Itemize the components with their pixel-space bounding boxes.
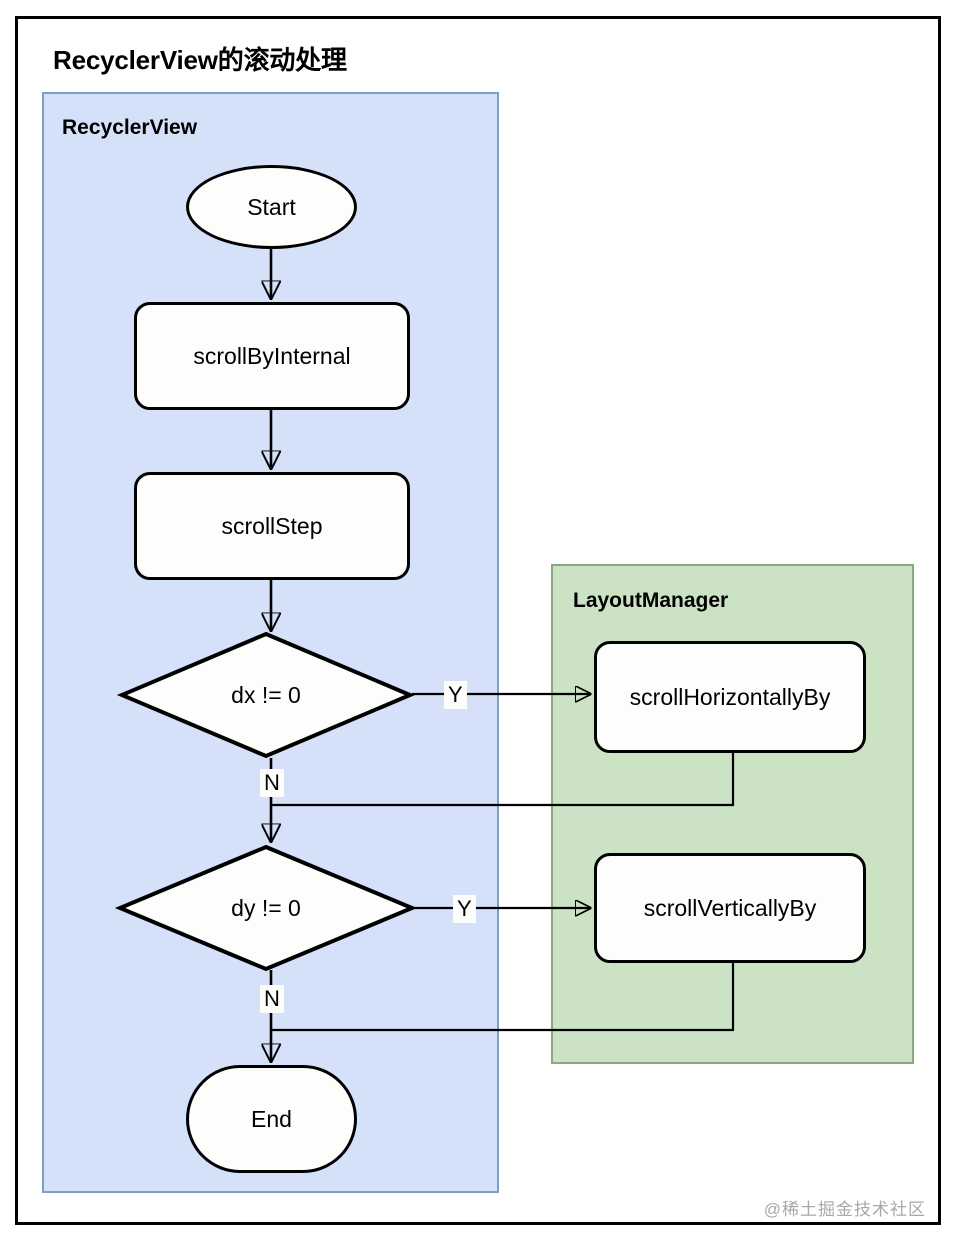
edge-label-dy-no: N <box>260 985 284 1013</box>
node-dy-decision[interactable]: dy != 0 <box>114 844 418 972</box>
node-scroll-step-label: scrollStep <box>221 512 323 539</box>
edge-label-dy-yes: Y <box>453 895 476 923</box>
node-scroll-vertically-by-label: scrollVerticallyBy <box>643 894 817 921</box>
watermark: @稀土掘金技术社区 <box>763 1200 926 1219</box>
node-scroll-horizontally-by[interactable]: scrollHorizontallyBy <box>594 641 866 753</box>
node-scroll-by-internal[interactable]: scrollByInternal <box>134 302 410 410</box>
node-start[interactable]: Start <box>186 165 357 249</box>
node-scroll-vertically-by[interactable]: scrollVerticallyBy <box>594 853 866 963</box>
edge-label-dx-no: N <box>260 769 284 797</box>
node-scroll-horizontally-by-label: scrollHorizontallyBy <box>629 683 831 710</box>
edge-label-dx-yes: Y <box>444 681 467 709</box>
node-end-label: End <box>251 1105 292 1132</box>
lane-layoutmanager: LayoutManager <box>551 564 914 1064</box>
page-title: RecyclerView的滚动处理 <box>53 45 347 75</box>
node-scroll-step[interactable]: scrollStep <box>134 472 410 580</box>
node-end[interactable]: End <box>186 1065 357 1173</box>
node-start-label: Start <box>247 193 296 220</box>
node-dx-decision[interactable]: dx != 0 <box>116 631 416 759</box>
lane-layoutmanager-label: LayoutManager <box>573 589 729 612</box>
lane-recyclerview-label: RecyclerView <box>62 116 198 139</box>
node-scroll-by-internal-label: scrollByInternal <box>193 342 351 369</box>
